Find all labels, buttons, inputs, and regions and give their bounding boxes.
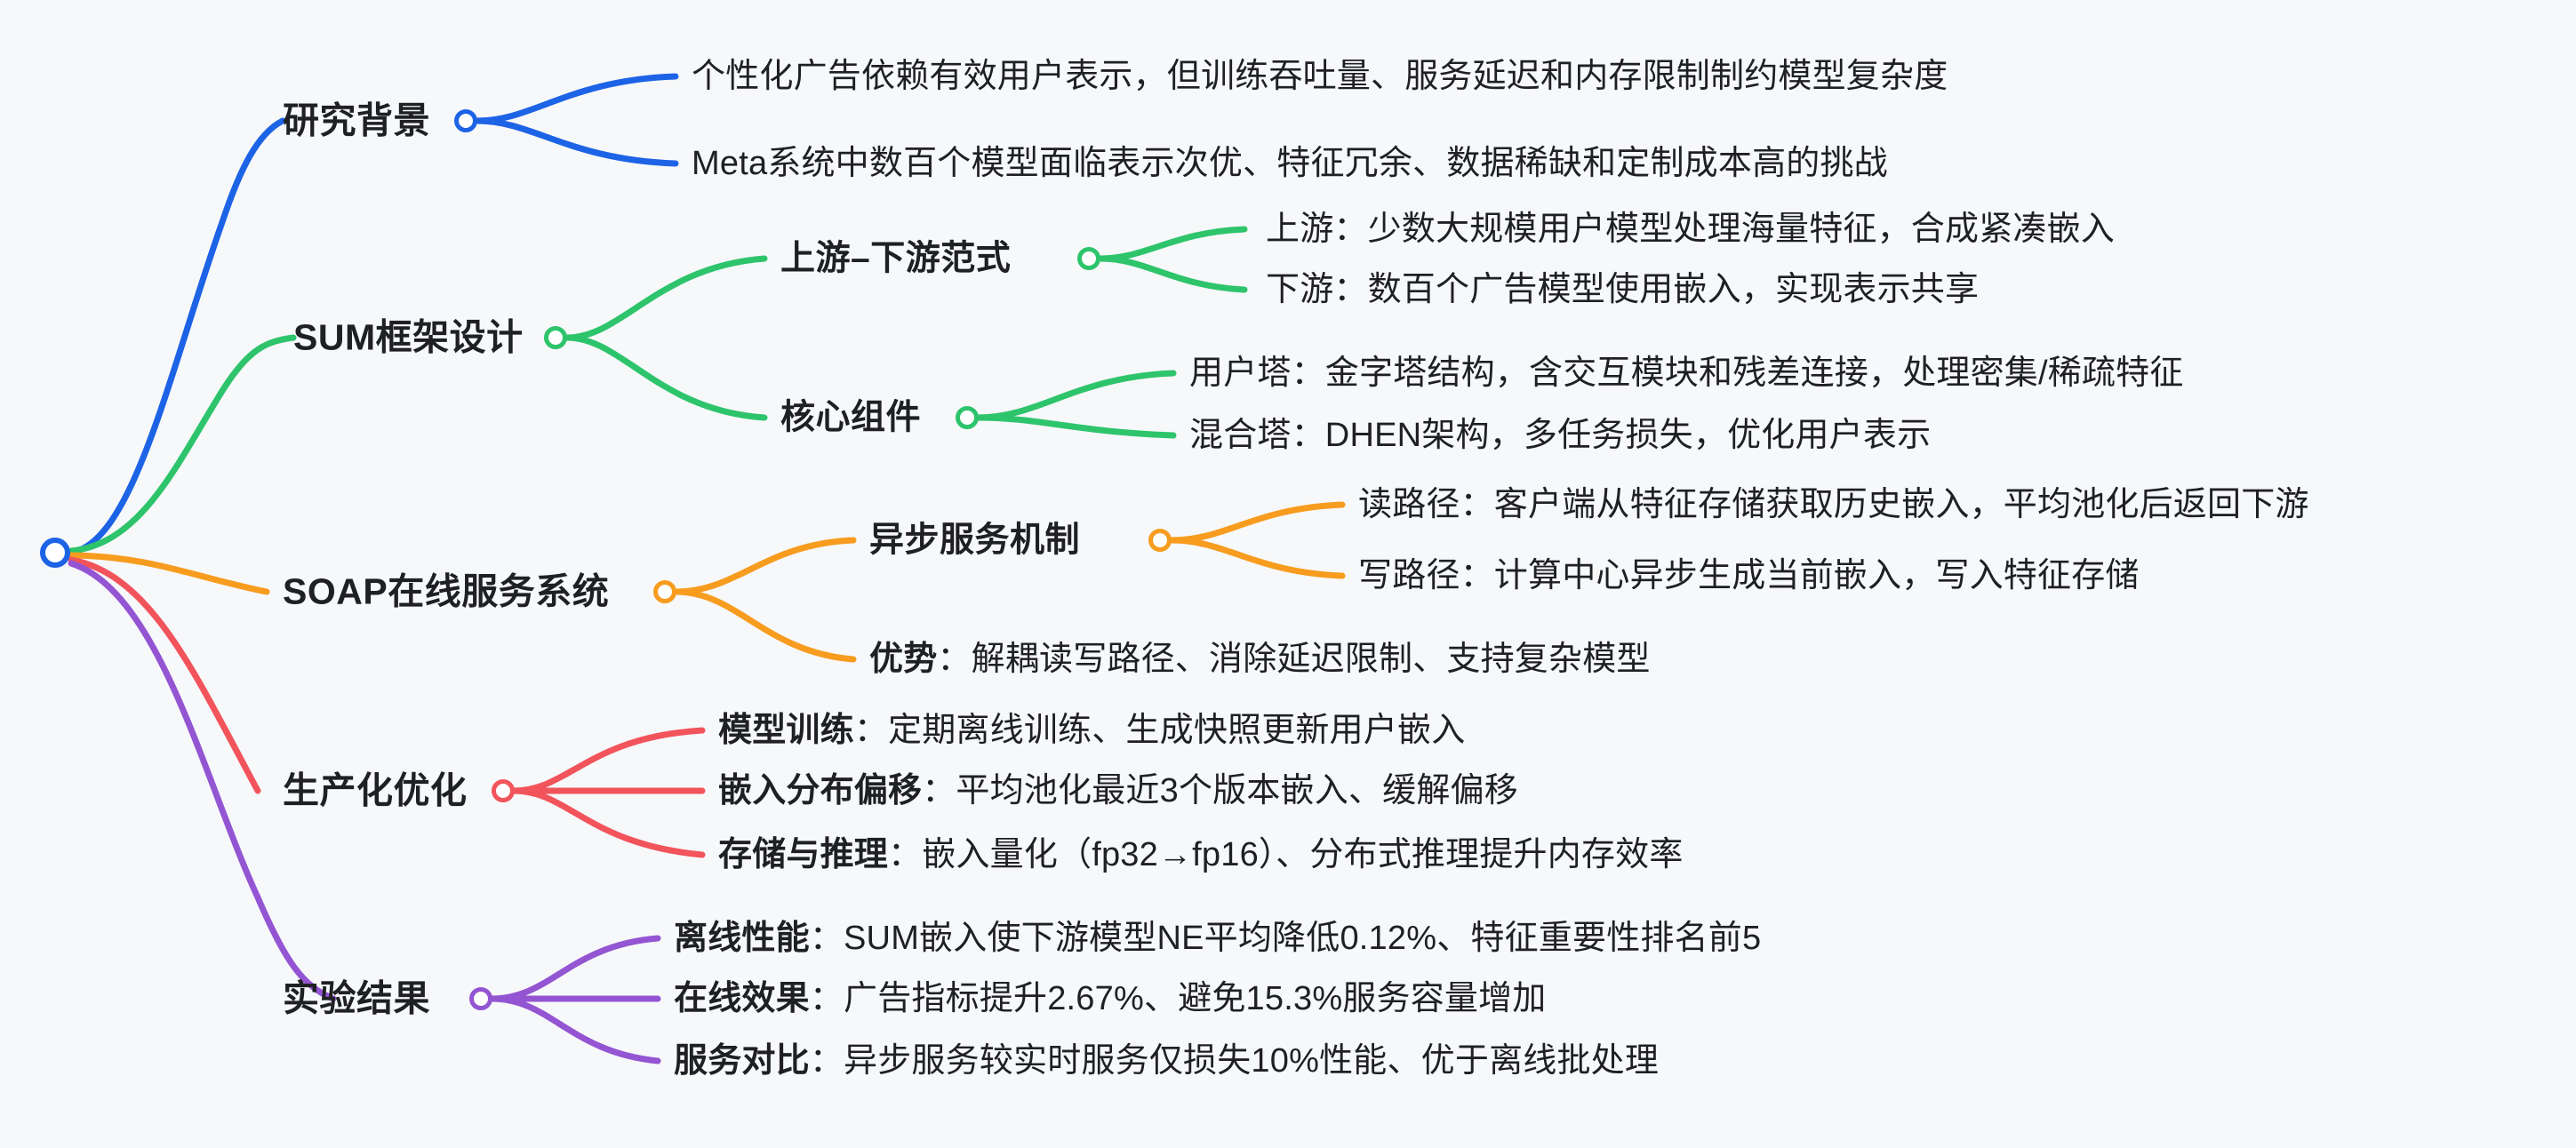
leaf-po-1-prefix: 模型训练: [718, 712, 854, 749]
branch-label-experiment-results[interactable]: 实验结果: [283, 977, 430, 1019]
branch-dot-sum-framework-design[interactable]: [544, 326, 567, 349]
leaf-po-3[interactable]: 存储与推理：嵌入量化（fp32→fp16）、分布式推理提升内存效率: [718, 838, 1684, 872]
branch-label-sum-framework-design[interactable]: SUM框架设计: [293, 316, 524, 358]
group-label-core-components[interactable]: 核心组件: [780, 398, 922, 437]
group-dot-core-components[interactable]: [956, 406, 979, 429]
leaf-po-2-text: ：平均池化最近3个版本嵌入、缓解偏移: [922, 772, 1518, 809]
leaf-po-2[interactable]: 嵌入分布偏移：平均池化最近3个版本嵌入、缓解偏移: [718, 774, 1518, 808]
leaf-er-2-prefix: 在线效果: [674, 980, 810, 1017]
root-node[interactable]: [40, 538, 70, 568]
leaf-asm-1[interactable]: 读路径：客户端从特征存储获取历史嵌入，平均池化后返回下游: [1358, 486, 2309, 523]
leaf-er-1-prefix: 离线性能: [674, 920, 810, 957]
branch-label-productionization-optimization[interactable]: 生产化优化: [283, 769, 468, 811]
branch-label-research-background[interactable]: 研究背景: [283, 100, 430, 141]
leaf-er-3[interactable]: 服务对比：异步服务较实时服务仅损失10%性能、优于离线批处理: [674, 1044, 1659, 1078]
leaf-er-3-text: ：异步服务较实时服务仅损失10%性能、优于离线批处理: [809, 1042, 1660, 1080]
leaf-er-2-text: ：广告指标提升2.67%、避免15.3%服务容量增加: [809, 980, 1547, 1017]
leaf-ud-2[interactable]: 下游：数百个广告模型使用嵌入，实现表示共享: [1266, 271, 1980, 308]
group-label-async-serving-mechanism[interactable]: 异步服务机制: [869, 521, 1081, 560]
leaf-soap-advantage[interactable]: 优势：解耦读写路径、消除延迟限制、支持复杂模型: [869, 642, 1651, 676]
leaf-er-1-text: ：SUM嵌入使下游模型NE平均降低0.12%、特征重要性排名前5: [809, 920, 1762, 957]
branch-dot-research-background[interactable]: [454, 109, 477, 132]
branch-label-soap-online-serving-system[interactable]: SOAP在线服务系统: [283, 570, 610, 612]
leaf-rb-1[interactable]: 个性化广告依赖有效用户表示，但训练吞吐量、服务延迟和内存限制制约模型复杂度: [692, 58, 1948, 95]
leaf-po-3-prefix: 存储与推理: [718, 836, 889, 873]
leaf-soap-advantage-text: ：解耦读写路径、消除延迟限制、支持复杂模型: [937, 641, 1651, 678]
leaf-er-3-prefix: 服务对比: [674, 1042, 810, 1080]
leaf-po-1[interactable]: 模型训练：定期离线训练、生成快照更新用户嵌入: [718, 714, 1465, 747]
leaf-er-2[interactable]: 在线效果：广告指标提升2.67%、避免15.3%服务容量增加: [674, 982, 1547, 1016]
group-dot-async-serving-mechanism[interactable]: [1148, 529, 1172, 552]
leaf-po-3-text: ：嵌入量化（fp32→fp16）、分布式推理提升内存效率: [888, 836, 1684, 873]
leaf-soap-advantage-prefix: 优势: [869, 641, 938, 678]
branch-dot-experiment-results[interactable]: [469, 987, 492, 1010]
branch-dot-productionization-optimization[interactable]: [492, 779, 515, 802]
leaf-po-1-text: ：定期离线训练、生成快照更新用户嵌入: [853, 712, 1466, 749]
leaf-cc-1[interactable]: 用户塔：金字塔结构，含交互模块和残差连接，处理密集/稀疏特征: [1189, 355, 2184, 392]
leaf-po-2-prefix: 嵌入分布偏移: [718, 772, 923, 809]
leaf-asm-2[interactable]: 写路径：计算中心异步生成当前嵌入，写入特征存储: [1358, 557, 2140, 594]
leaf-ud-1[interactable]: 上游：少数大规模用户模型处理海量特征，合成紧凑嵌入: [1266, 211, 2116, 248]
branch-dot-soap-online-serving-system[interactable]: [653, 580, 676, 603]
group-dot-upstream-downstream-paradigm[interactable]: [1077, 247, 1100, 270]
leaf-rb-2[interactable]: Meta系统中数百个模型面临表示次优、特征冗余、数据稀缺和定制成本高的挑战: [692, 145, 1888, 182]
leaf-cc-2[interactable]: 混合塔：DHEN架构，多任务损失，优化用户表示: [1189, 417, 1932, 454]
leaf-er-1[interactable]: 离线性能：SUM嵌入使下游模型NE平均降低0.12%、特征重要性排名前5: [674, 921, 1761, 955]
group-label-upstream-downstream-paradigm[interactable]: 上游–下游范式: [780, 239, 1012, 278]
